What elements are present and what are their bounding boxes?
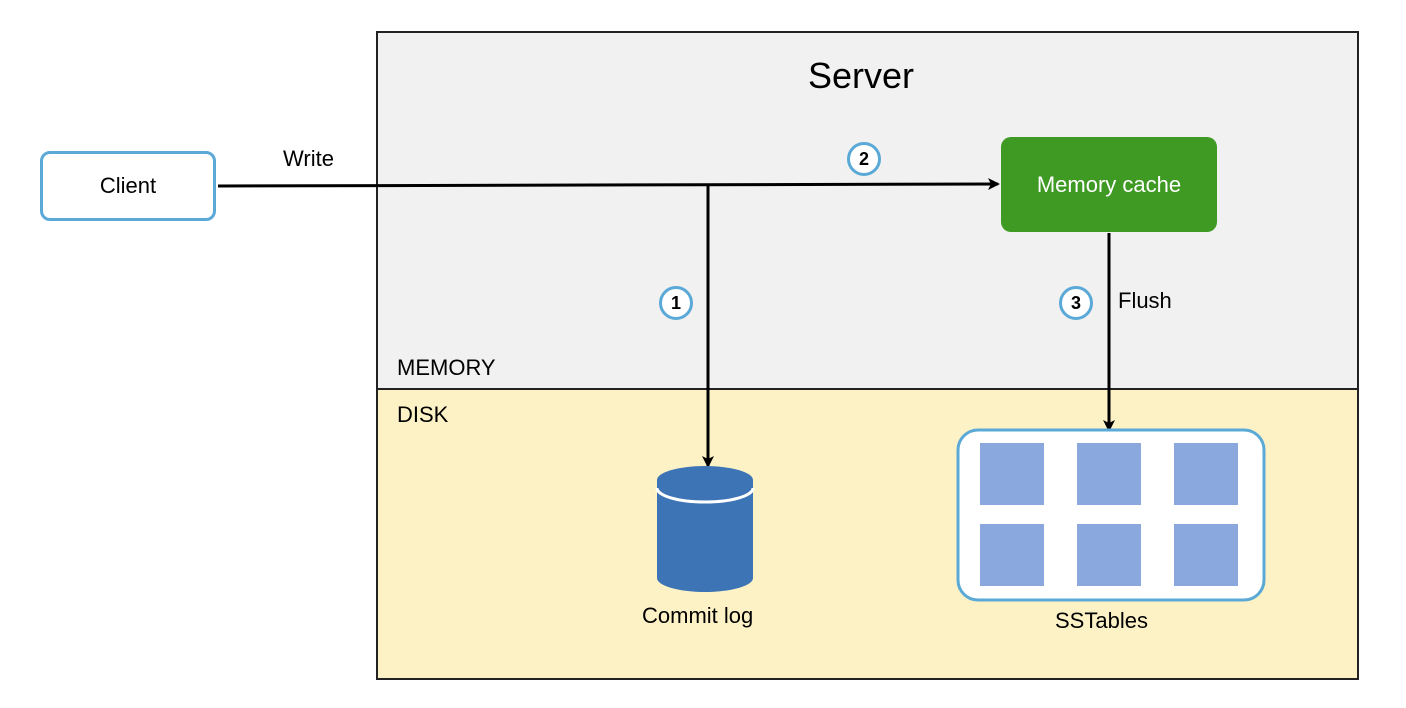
memory-zone-label: MEMORY <box>397 355 496 380</box>
commit-log-label: Commit log <box>642 603 754 628</box>
step-1-number: 1 <box>670 292 681 313</box>
sstable-block <box>1174 443 1238 505</box>
step-2-badge: 2 <box>847 142 881 176</box>
database-icon <box>655 466 755 592</box>
sstables-label: SSTables <box>1055 608 1148 633</box>
server-title: Server <box>808 55 915 96</box>
disk-zone-label: DISK <box>397 402 449 427</box>
sstable-block <box>980 443 1044 505</box>
write-arrow <box>217 178 1000 191</box>
step-2-number: 2 <box>858 148 869 169</box>
step-1-badge: 1 <box>659 286 693 320</box>
step-3-number: 3 <box>1070 292 1081 313</box>
sstable-block <box>980 524 1044 586</box>
step-3-badge: 3 <box>1059 286 1093 320</box>
flush-label: Flush <box>1118 288 1172 313</box>
sstable-block <box>1077 443 1141 505</box>
write-label: Write <box>283 146 334 171</box>
memory-cache-label: Memory cache <box>1036 171 1182 197</box>
sstable-block <box>1077 524 1141 586</box>
client-label: Client <box>99 173 157 198</box>
memory-cache-node: Memory cache <box>1001 137 1217 232</box>
client-node: Client <box>40 151 216 221</box>
sstable-block <box>1174 524 1238 586</box>
sstable-blocks <box>980 443 1238 586</box>
